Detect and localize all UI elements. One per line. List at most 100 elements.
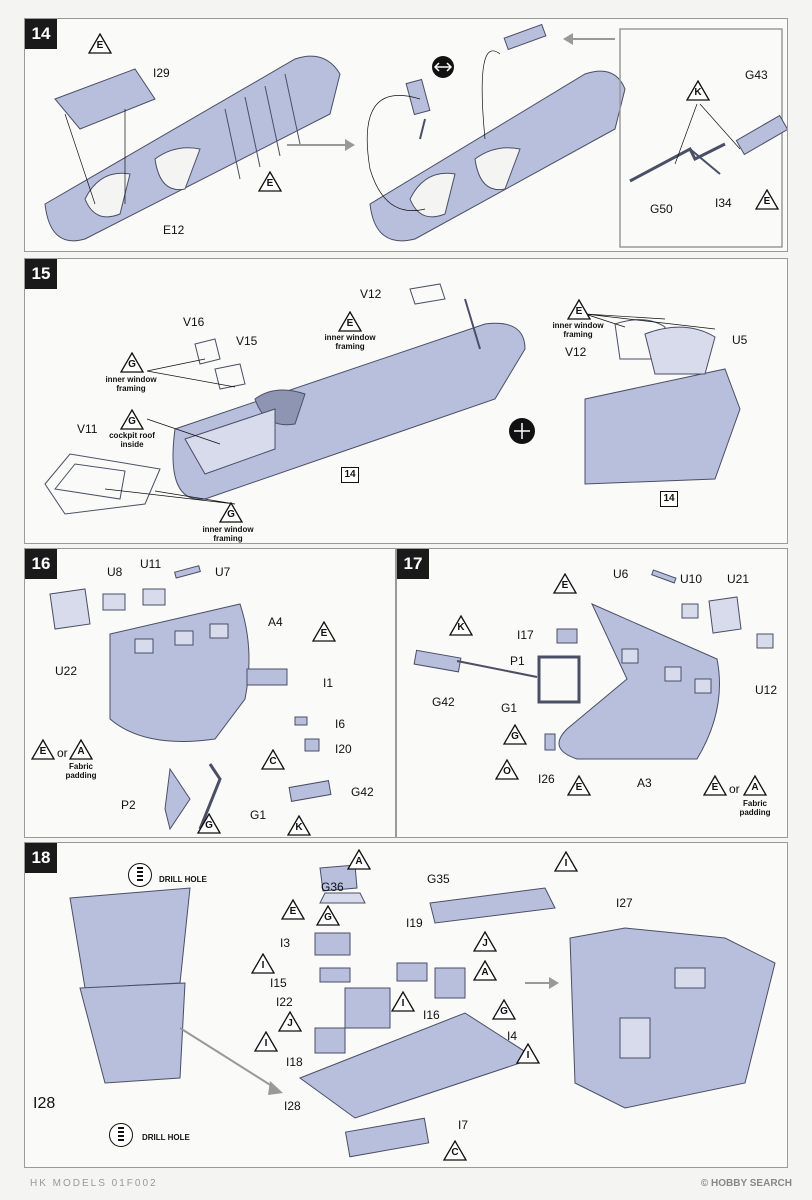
note-drill-hole: DRILL HOLE bbox=[142, 1133, 190, 1142]
paint-code-triangle: J bbox=[278, 1011, 302, 1032]
step-17-panel: 17 U6 U10 U21 E I17 K P1 U12 G42 G1 G bbox=[396, 548, 788, 838]
step-reference-box: 14 bbox=[341, 467, 359, 483]
part-label-u7: U7 bbox=[215, 565, 231, 579]
step-17-illustration bbox=[413, 569, 774, 760]
fuselage-half-e12 bbox=[44, 55, 341, 242]
part-label-i22: I22 bbox=[276, 995, 293, 1009]
paint-code-triangle: K bbox=[449, 615, 473, 636]
paint-code-triangle: E bbox=[338, 311, 362, 332]
paint-code-triangle: G bbox=[219, 502, 243, 523]
step-15-illustration bbox=[44, 283, 741, 515]
note-fabric-padding: Fabric padding bbox=[739, 799, 771, 817]
part-label-v16: V16 bbox=[183, 315, 205, 329]
paint-code-triangle: E bbox=[755, 189, 779, 210]
paint-code-triangle: A bbox=[347, 849, 371, 870]
part-label-i19: I19 bbox=[406, 916, 423, 930]
part-label-g1: G1 bbox=[250, 808, 267, 822]
paint-code-triangle: A bbox=[473, 960, 497, 981]
part-label-u22: U22 bbox=[55, 664, 78, 678]
step-number: 17 bbox=[397, 549, 429, 579]
paint-code-triangle: A bbox=[743, 775, 767, 796]
paint-code-triangle: E bbox=[553, 573, 577, 594]
part-label-i16: I16 bbox=[423, 1008, 440, 1022]
part-label-i26: I26 bbox=[538, 772, 555, 786]
step-number: 15 bbox=[25, 259, 57, 289]
paint-code-triangle: E bbox=[258, 171, 282, 192]
part-label-g36: G36 bbox=[321, 880, 344, 894]
drill-hole-icon bbox=[128, 863, 152, 887]
part-label-u5: U5 bbox=[732, 333, 748, 347]
part-label-a3: A3 bbox=[637, 776, 652, 790]
paint-code-triangle: I bbox=[516, 1043, 540, 1064]
part-label-i29: I29 bbox=[153, 66, 170, 80]
part-label-u12: U12 bbox=[755, 683, 778, 697]
paint-code-triangle: E bbox=[567, 299, 591, 320]
note-inner-window-framing: inner window framing bbox=[202, 525, 254, 543]
step-16-illustration bbox=[49, 565, 332, 831]
part-i29 bbox=[54, 68, 156, 130]
page-footer: HK MODELS 01F002 © HOBBY SEARCH bbox=[0, 1170, 812, 1200]
part-label-u6: U6 bbox=[613, 567, 629, 581]
part-label-g35: G35 bbox=[427, 872, 450, 886]
part-label-v12: V12 bbox=[565, 345, 587, 359]
part-label-i34: I34 bbox=[715, 196, 732, 210]
part-label-g1: G1 bbox=[501, 701, 518, 715]
part-label-v15: V15 bbox=[236, 334, 258, 348]
part-label-g42: G42 bbox=[351, 785, 374, 799]
paint-code-triangle: K bbox=[686, 80, 710, 101]
paint-code-triangle: G bbox=[503, 724, 527, 745]
watermark: © HOBBY SEARCH bbox=[700, 1178, 792, 1189]
part-label-i27: I27 bbox=[616, 896, 633, 910]
paint-code-triangle: G bbox=[120, 352, 144, 373]
paint-code-triangle: C bbox=[261, 749, 285, 770]
part-label-p2: P2 bbox=[121, 798, 136, 812]
part-label-i1: I1 bbox=[323, 676, 334, 690]
part-label-i3: I3 bbox=[280, 936, 291, 950]
paint-code-triangle: E bbox=[567, 775, 591, 796]
paint-code-triangle: E bbox=[703, 775, 727, 796]
paint-code-triangle: K bbox=[287, 815, 311, 836]
paint-code-triangle: I bbox=[254, 1031, 278, 1052]
note-drill-hole: DRILL HOLE bbox=[159, 875, 207, 884]
part-label-g50: G50 bbox=[650, 202, 673, 216]
part-label-v12: V12 bbox=[360, 287, 382, 301]
or-text: or bbox=[729, 782, 740, 796]
paint-code-triangle: G bbox=[120, 409, 144, 430]
brand-footer: HK MODELS 01F002 bbox=[30, 1178, 158, 1189]
part-label-v11: V11 bbox=[77, 422, 98, 436]
paint-code-triangle: G bbox=[492, 999, 516, 1020]
or-text: or bbox=[57, 746, 68, 760]
note-inner-window-framing: inner window framing bbox=[324, 333, 376, 351]
part-label-i7: I7 bbox=[458, 1118, 469, 1132]
paint-code-triangle: G bbox=[197, 813, 221, 834]
paint-code-triangle: A bbox=[69, 739, 93, 760]
part-label-u21: U21 bbox=[727, 572, 750, 586]
part-label-i17: I17 bbox=[517, 628, 534, 642]
paint-code-triangle: E bbox=[281, 899, 305, 920]
part-label-i15: I15 bbox=[270, 976, 287, 990]
part-label-i6: I6 bbox=[335, 717, 346, 731]
step-number: 14 bbox=[25, 19, 57, 49]
drill-hole-icon bbox=[109, 1123, 133, 1147]
step-16-panel: 16 U8 U11 U7 A4 U22 E I1 I6 I20 E or bbox=[24, 548, 396, 838]
part-label-p1: P1 bbox=[510, 654, 525, 668]
part-label-i28: I28 bbox=[284, 1099, 301, 1113]
note-inner-window-framing: inner window framing bbox=[105, 375, 157, 393]
paint-code-triangle: E bbox=[312, 621, 336, 642]
step-14-panel: 14 bbox=[24, 18, 788, 252]
part-label-u11: U11 bbox=[140, 557, 162, 571]
part-label-a4: A4 bbox=[268, 615, 283, 629]
note-inner-window-framing: inner window framing bbox=[552, 321, 604, 339]
part-label-e12: E12 bbox=[163, 223, 185, 237]
part-label-i4: I4 bbox=[507, 1029, 518, 1043]
note-cockpit-roof-inside: cockpit roof inside bbox=[109, 431, 155, 449]
part-label-u10: U10 bbox=[680, 572, 703, 586]
step-number: 18 bbox=[25, 843, 57, 873]
paint-code-triangle: J bbox=[473, 931, 497, 952]
paint-code-triangle: E bbox=[88, 33, 112, 54]
step-reference-box: 14 bbox=[660, 491, 678, 507]
part-label-g43: G43 bbox=[745, 68, 768, 82]
part-label-i28: I28 bbox=[33, 1095, 56, 1112]
step-15-panel: 15 V16 V15 G inner window framing G bbox=[24, 258, 788, 544]
step-14-illustration bbox=[44, 23, 787, 248]
